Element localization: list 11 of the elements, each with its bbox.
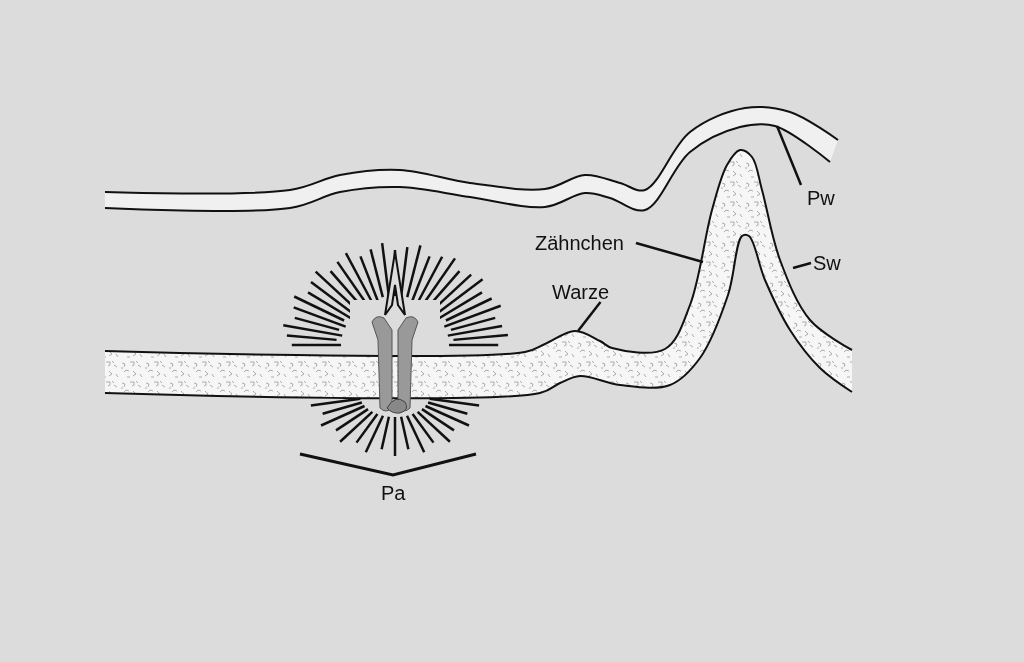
leader-line (775, 125, 803, 186)
part-label: Warze (552, 282, 610, 302)
leader-line (577, 301, 602, 332)
part-label: Pa (381, 483, 406, 503)
part-label: Sw (813, 253, 841, 273)
wall-layer (104, 148, 853, 400)
wall-layer (104, 105, 839, 212)
part-label: Zähnchen (535, 233, 624, 253)
leader-line (635, 241, 704, 264)
part-label: Pw (807, 188, 835, 208)
leader-line (792, 261, 812, 270)
